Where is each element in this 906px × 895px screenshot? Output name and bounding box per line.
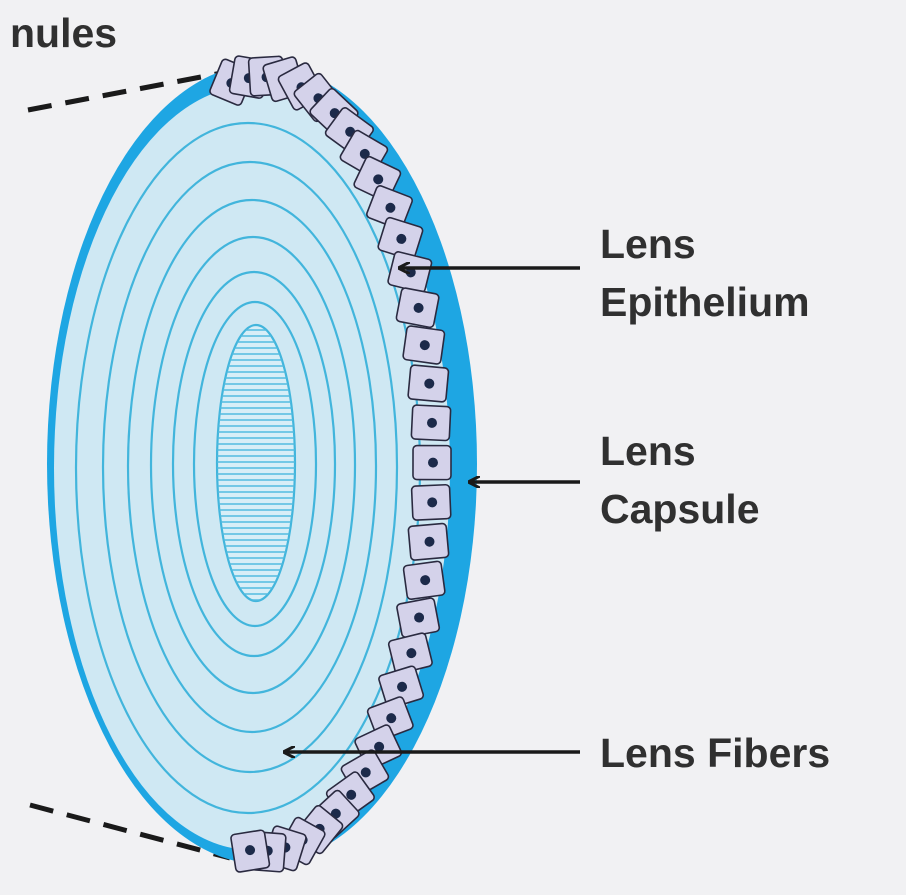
lens-fibers-label-text: Lens Fibers xyxy=(600,724,830,782)
epithelial-cell xyxy=(411,405,451,441)
epithelial-cell xyxy=(403,326,445,365)
epithelial-cell xyxy=(396,287,440,328)
lens-capsule-label-line1: Lens xyxy=(600,422,760,480)
zonules-label-text: nules xyxy=(10,4,117,62)
lens-epithelium-label-line1: Lens xyxy=(600,215,810,273)
lens-fibers-label: Lens Fibers xyxy=(600,724,830,782)
lens-capsule-label: Lens Capsule xyxy=(600,422,760,538)
lens-epithelium-label: Lens Epithelium xyxy=(600,215,810,331)
epithelial-cell xyxy=(396,597,440,637)
epithelial-cell xyxy=(411,485,450,521)
zonules-label: nules xyxy=(10,4,117,62)
epithelial-cell xyxy=(403,561,445,600)
epithelial-cell xyxy=(413,446,451,480)
lens-epithelium-label-line2: Epithelium xyxy=(600,273,810,331)
epithelial-cell xyxy=(408,523,449,560)
lens-capsule-label-line2: Capsule xyxy=(600,480,760,538)
epithelial-cell xyxy=(230,830,270,873)
epithelial-cell xyxy=(408,365,449,402)
